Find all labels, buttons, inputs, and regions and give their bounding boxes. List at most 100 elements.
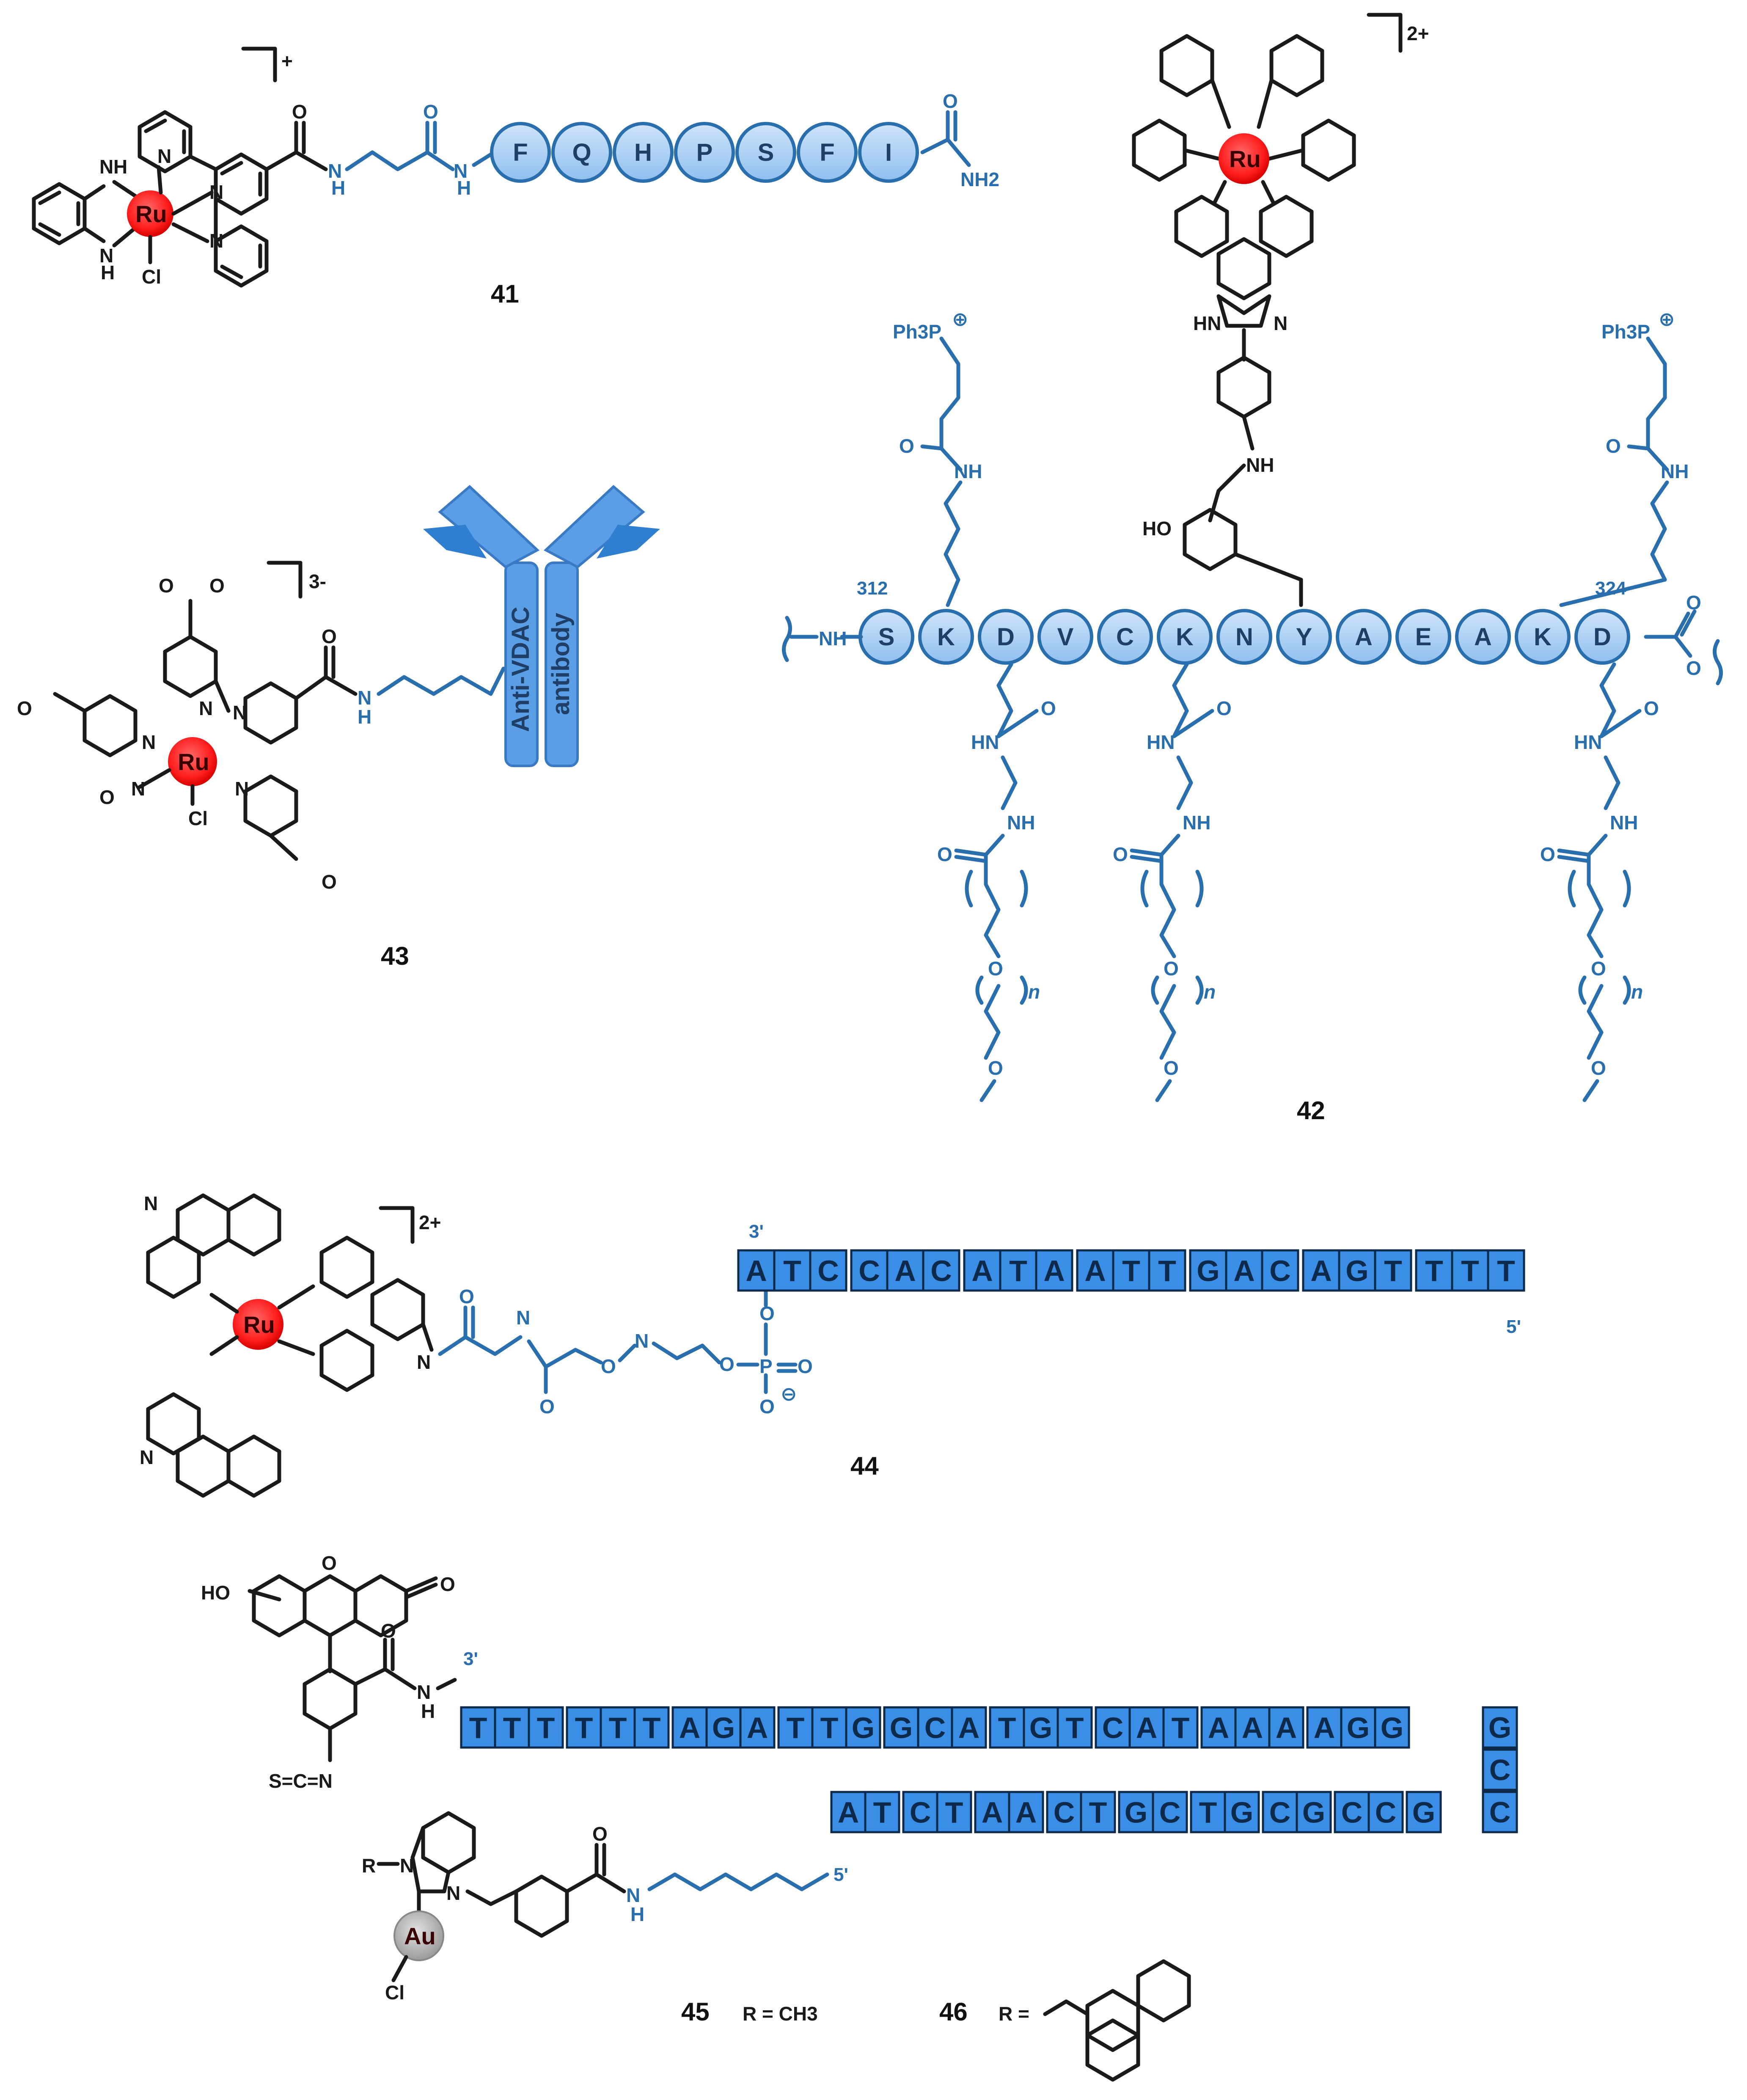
dna44-base: T xyxy=(1384,1255,1402,1288)
dna45-bottom-box xyxy=(1406,1791,1442,1833)
atom-n-amide-45: N xyxy=(417,1681,431,1703)
xanthene-ring-b-45 xyxy=(303,1574,358,1638)
atom-nh-top-41: N xyxy=(99,156,113,178)
atom-cl-41: Cl xyxy=(142,266,161,288)
atom-o-methoxy-42: O xyxy=(1591,1057,1606,1079)
charge-43: 3- xyxy=(309,570,326,592)
atom-o-cterm-42: O xyxy=(1686,592,1701,614)
atom-hn-imid-42: HN xyxy=(1193,312,1221,334)
atom-plus-left-42: ⊕ xyxy=(952,308,968,330)
atom-n-b-43: N xyxy=(142,731,156,753)
dna44-base: C xyxy=(817,1255,839,1288)
atom-hn-sidechain-42: HN xyxy=(1147,731,1175,753)
dna45-top-box xyxy=(1374,1706,1410,1749)
antibody-label2-43: antibody xyxy=(547,613,575,715)
atom-plus-right-42: ⊕ xyxy=(1659,308,1675,330)
peptide-residue-42: N xyxy=(1235,623,1253,651)
dna44-base: A xyxy=(971,1255,993,1288)
dna44-box xyxy=(737,1249,776,1292)
peptide-residue-42: D xyxy=(997,623,1015,651)
dna45-top-base: G xyxy=(712,1712,735,1745)
dna45-bottom-box xyxy=(864,1791,900,1833)
atom-nh-phenyl-42: NH xyxy=(1246,454,1274,476)
peptide-bead-41 xyxy=(674,122,735,183)
bpy-ring-c-42 xyxy=(1132,118,1187,182)
atom-o-methoxy-42: O xyxy=(1164,1057,1179,1079)
peptide-residue-41: F xyxy=(513,139,528,166)
atom-o-carbonyl-42: O xyxy=(937,843,952,865)
atom-o-carbonyl-44: O xyxy=(539,1395,555,1417)
dna45-top-base: T xyxy=(503,1712,521,1745)
atom-h-peptide-41: H xyxy=(457,177,471,199)
atom-o-peg-42: O xyxy=(1591,958,1606,980)
antibody-label-43: Anti-VDAC xyxy=(507,607,534,732)
xanthene-ring-c-45 xyxy=(353,1574,408,1638)
dna44-box xyxy=(809,1249,847,1292)
r-definition-46: R = xyxy=(999,2003,1029,2025)
dna45-top-box xyxy=(1095,1706,1131,1749)
phen-ring-a-44 xyxy=(319,1236,374,1299)
dna45-top-box xyxy=(951,1706,987,1749)
peptide-residue-42: E xyxy=(1415,623,1432,651)
atom-n3-45: N xyxy=(446,1882,460,1904)
dna45-bottom-base: G xyxy=(1125,1796,1147,1829)
dna45-top-box xyxy=(1128,1706,1165,1749)
peptide-bead-42 xyxy=(978,609,1034,665)
dna44-base: T xyxy=(1158,1255,1176,1288)
ru-metal-center-43 xyxy=(168,737,217,786)
peptide-residue-41: F xyxy=(820,139,834,166)
peptide-bead-41 xyxy=(797,122,858,183)
dna45-top-base: T xyxy=(787,1712,805,1745)
antibody-43: Anti-VDAC antibody xyxy=(423,484,660,767)
dna45-turn-box xyxy=(1482,1748,1518,1791)
dna44-base: A xyxy=(1084,1255,1106,1288)
dna45-bottom-base: C xyxy=(1269,1796,1291,1829)
dna44-base: C xyxy=(858,1255,880,1288)
dna44-box xyxy=(1035,1249,1073,1292)
atom-cl-43: Cl xyxy=(188,807,208,829)
peptide-bead-42 xyxy=(1336,609,1392,665)
atom-n-peptide-41: N xyxy=(454,160,468,182)
dna44-box xyxy=(1374,1249,1412,1292)
atom-o-left-42: O xyxy=(899,435,914,457)
dna45-turn-base: C xyxy=(1489,1796,1511,1829)
dna45-bottom-base: A xyxy=(982,1796,1003,1829)
dna45-top-base: G xyxy=(852,1712,875,1745)
ru-label-41: Ru xyxy=(135,201,167,227)
atom-h-amide-45: H xyxy=(421,1700,435,1722)
peptide-residue-41: S xyxy=(758,139,774,166)
dna44-box xyxy=(886,1249,924,1292)
peptide-bead-41 xyxy=(735,122,796,183)
atom-o-linker-41: O xyxy=(423,101,438,123)
atom-cl-45: Cl xyxy=(385,1982,404,2004)
dna45-bottom-box xyxy=(1152,1791,1188,1833)
dna45-top-base: T xyxy=(998,1712,1016,1745)
dna45-top-base: T xyxy=(820,1712,839,1745)
atom-n-gly-44: N xyxy=(516,1307,530,1329)
dna44-base: A xyxy=(1310,1255,1332,1288)
dna44-base: T xyxy=(1497,1255,1515,1288)
dna45-bottom-base: G xyxy=(1302,1796,1325,1829)
dna44-base: A xyxy=(894,1255,916,1288)
peptide-residue-41: P xyxy=(696,139,713,166)
dna45-top-base: A xyxy=(1276,1712,1297,1745)
dna45-bottom-base: C xyxy=(910,1796,931,1829)
dna45-bottom-base: T xyxy=(945,1796,963,1829)
peptide-residue-41: H xyxy=(634,139,652,166)
dna45-top-box xyxy=(1056,1706,1093,1749)
dna45-turn-base: C xyxy=(1489,1753,1511,1786)
dna45-top-box xyxy=(566,1706,602,1749)
repeat-n-42: n xyxy=(1028,981,1040,1003)
compound-label-45: 45 xyxy=(681,1998,710,2026)
dna45-top-box xyxy=(1340,1706,1376,1749)
peptide-bead-42 xyxy=(1455,609,1511,665)
dna45-top-base: T xyxy=(469,1712,487,1745)
dna45-top-box xyxy=(494,1706,530,1749)
atom-o-peg-42: O xyxy=(988,958,1003,980)
dna45-bottom-base: G xyxy=(1412,1796,1435,1829)
